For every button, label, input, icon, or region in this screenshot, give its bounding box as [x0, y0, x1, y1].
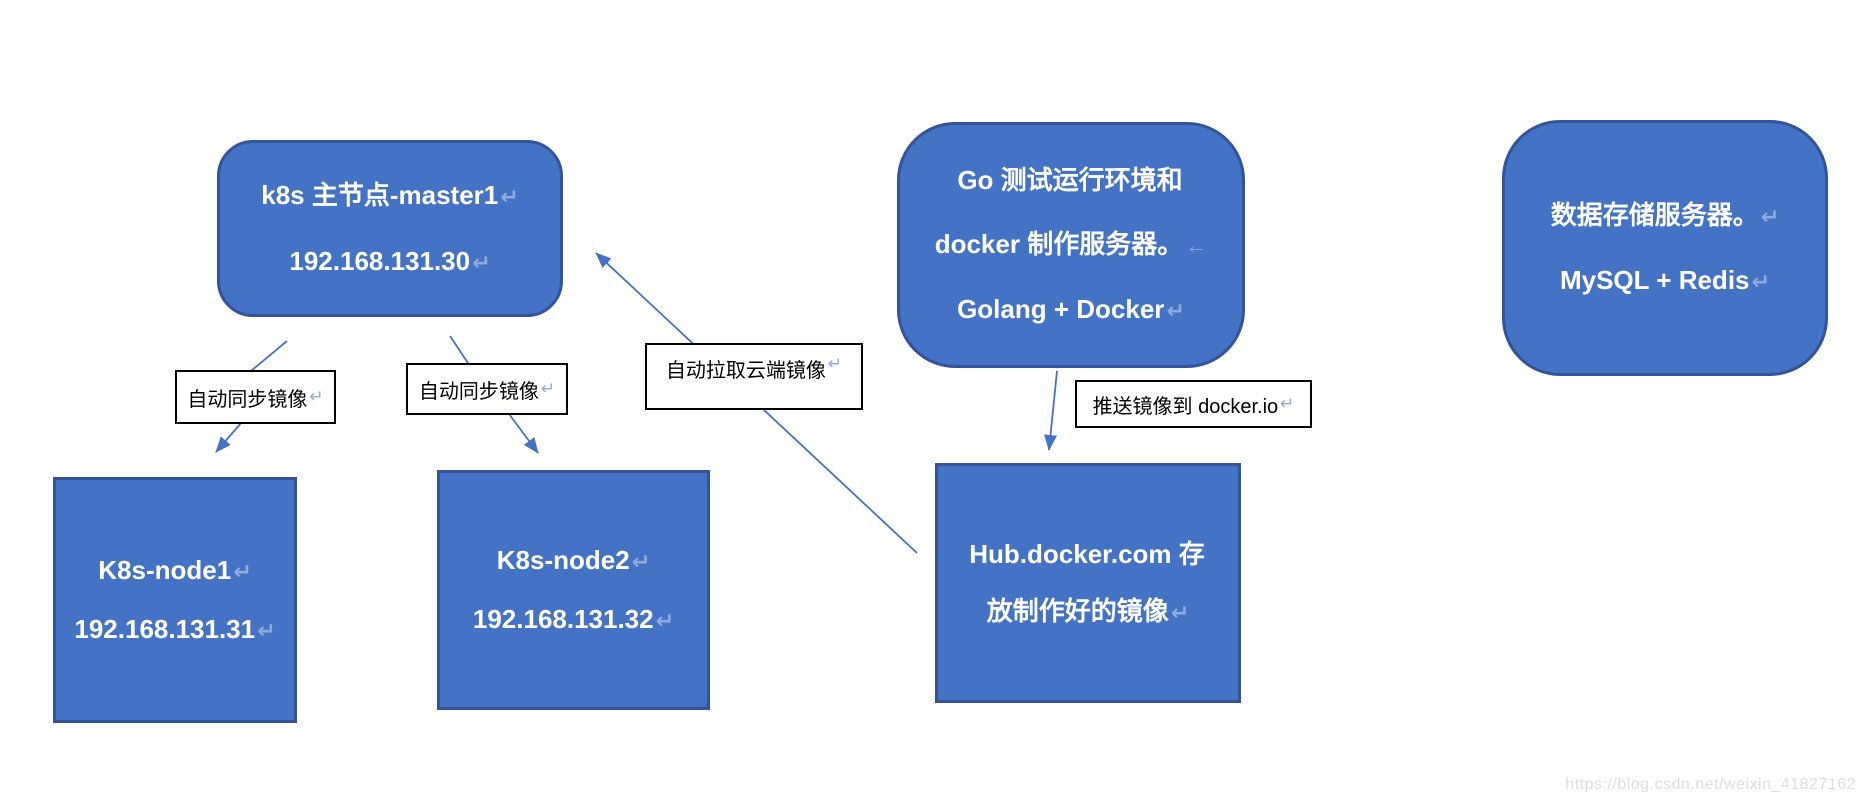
node-text-line: k8s 主节点-master1↵ — [261, 180, 519, 211]
node-text-line: 192.168.131.32↵ — [472, 604, 675, 634]
return-mark: ↵ — [500, 184, 519, 210]
label-push-image-to-docker-io: 推送镜像到 docker.io↵ — [1075, 380, 1312, 428]
return-mark: ↵ — [233, 558, 252, 584]
label-auto-sync-image-2: 自动同步镜像↵ — [406, 363, 568, 415]
return-mark: ↵ — [631, 548, 651, 574]
node-text-line: 数据存储服务器。↵ — [1550, 199, 1780, 230]
node-k8s-node2: K8s-node2↵ 192.168.131.32↵ — [437, 470, 710, 710]
arrow-master1-to-node2-upper — [449, 335, 471, 367]
node-text-line: K8s-node2↵ — [496, 544, 651, 575]
node-text-line: 放制作好的镜像↵ — [986, 596, 1190, 626]
arrow-master1-to-node1-head — [215, 422, 242, 453]
return-mark: ↵ — [1751, 269, 1771, 294]
node-text-line: 192.168.131.30↵ — [289, 245, 491, 276]
return-mark: ↵ — [1166, 297, 1185, 323]
node-go-docker-build-server: Go 测试运行环境和 docker 制作服务器。← Golang + Docke… — [897, 122, 1245, 368]
return-mark: ↵ — [472, 249, 491, 275]
arrow-master1-to-node2-head — [508, 413, 539, 454]
return-mark: ↵ — [540, 379, 556, 398]
node-text-line: Hub.docker.com 存 — [969, 538, 1205, 569]
node-text-line: Go 测试运行环境和 — [957, 165, 1183, 196]
node-data-storage-server: 数据存储服务器。↵ MySQL + Redis↵ — [1502, 120, 1828, 376]
node-text-line: 192.168.131.31↵ — [74, 614, 276, 644]
node-text-line: Golang + Docker↵ — [957, 293, 1185, 324]
arrow-go-to-hub — [1044, 370, 1058, 451]
node-text-line: docker 制作服务器。← — [934, 229, 1208, 260]
label-auto-pull-cloud-image: 自动拉取云端镜像↵ — [645, 343, 863, 410]
return-mark: ↵ — [827, 354, 843, 373]
label-auto-sync-image-1: 自动同步镜像↵ — [175, 370, 336, 424]
return-mark: ↵ — [309, 387, 324, 406]
node-k8s-node1: K8s-node1↵ 192.168.131.31↵ — [53, 477, 297, 723]
return-mark: ↵ — [257, 618, 276, 643]
return-mark: ↵ — [1760, 203, 1780, 229]
node-text-line: MySQL + Redis↵ — [1559, 265, 1771, 295]
node-text-line: K8s-node1↵ — [98, 554, 252, 585]
node-hub-docker-com: Hub.docker.com 存 放制作好的镜像↵ — [935, 463, 1241, 703]
csdn-watermark: https://blog.csdn.net/weixin_41827162 — [1565, 776, 1856, 793]
return-mark: ↵ — [1280, 394, 1295, 413]
return-mark: ↵ — [1170, 600, 1190, 625]
node-k8s-master1: k8s 主节点-master1↵ 192.168.131.30↵ — [217, 140, 563, 317]
return-mark: ↵ — [655, 608, 675, 633]
return-mark: ← — [1185, 233, 1208, 259]
arrow-master1-to-node1-upper — [250, 340, 288, 372]
